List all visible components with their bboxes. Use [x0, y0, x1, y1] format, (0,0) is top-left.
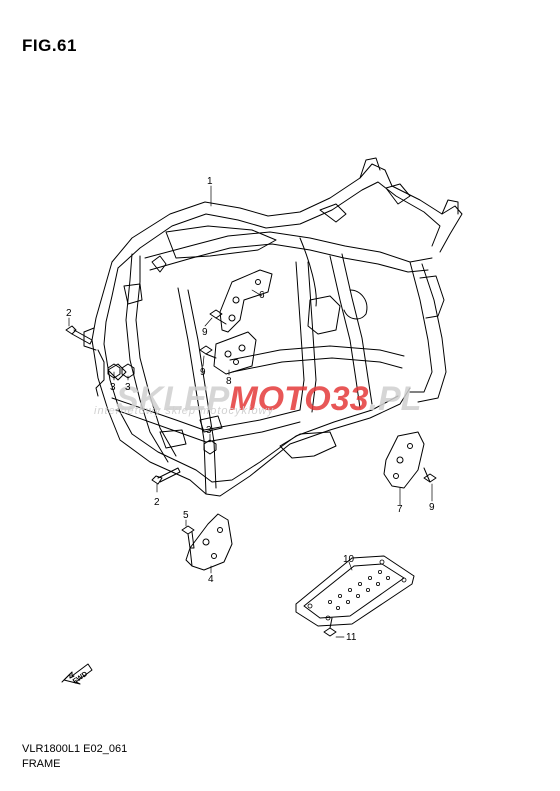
- callout-9-b: 9: [200, 367, 206, 378]
- callout-10: 10: [343, 554, 355, 565]
- bolt-part-11: [323, 617, 337, 637]
- bracket-part-7: [383, 431, 425, 489]
- callout-labels: 1 2 2 3 3 3 4 5 6 7 8 9 9 9 10 11: [66, 176, 435, 643]
- main-frame: [83, 157, 463, 497]
- callout-8: 8: [226, 376, 232, 387]
- watermark-part-b: MOTO: [229, 380, 330, 418]
- fwd-label: FWD: [72, 671, 89, 686]
- svg-text:SKLEPMOTO33.PL: SKLEPMOTO33.PL: [116, 380, 421, 418]
- cover-plate-part-10: [295, 555, 415, 627]
- nut-part-3-a: [107, 363, 121, 379]
- watermark-part-c: 33: [331, 380, 369, 418]
- watermark-part-d: .PL: [369, 380, 422, 418]
- leader-lines: [68, 185, 433, 638]
- bolt-part-2-lower: [151, 467, 181, 485]
- callout-11: 11: [346, 632, 357, 643]
- callout-7: 7: [397, 504, 403, 515]
- watermark: SKLEPMOTO33.PL internetowy sklep motocyk…: [94, 380, 421, 418]
- bolt-part-2-upper: [65, 325, 93, 345]
- bolt-part-5: [181, 525, 195, 549]
- bracket-part-6: [219, 269, 273, 333]
- callout-3-c: 3: [206, 425, 212, 436]
- callout-2-upper: 2: [66, 308, 72, 319]
- callout-6: 6: [259, 290, 265, 301]
- callout-4: 4: [208, 574, 214, 585]
- callout-3-b: 3: [125, 382, 131, 393]
- bolt-part-9-b: [199, 345, 217, 359]
- diagram-name: FRAME: [22, 758, 61, 770]
- callout-2-lower: 2: [154, 497, 160, 508]
- watermark-tagline: internetowy sklep motocyklowy: [94, 405, 275, 417]
- bracket-part-4: [185, 513, 233, 571]
- plate-part-8: [213, 331, 257, 375]
- bolt-part-9-c: [423, 467, 437, 483]
- callout-5: 5: [183, 510, 189, 521]
- callout-3-a: 3: [110, 382, 116, 393]
- figure-title: FIG.61: [22, 36, 77, 55]
- diagram-code: VLR1800L1 E02_061: [22, 743, 128, 755]
- callout-1: 1: [207, 176, 213, 187]
- callout-9-a: 9: [202, 327, 208, 338]
- bolt-part-9-a: [209, 309, 227, 325]
- nut-part-3-b: [121, 363, 135, 379]
- callout-9-c: 9: [429, 502, 435, 513]
- fwd-arrow-icon: [61, 663, 93, 685]
- watermark-part-a: SKLEP: [116, 380, 230, 418]
